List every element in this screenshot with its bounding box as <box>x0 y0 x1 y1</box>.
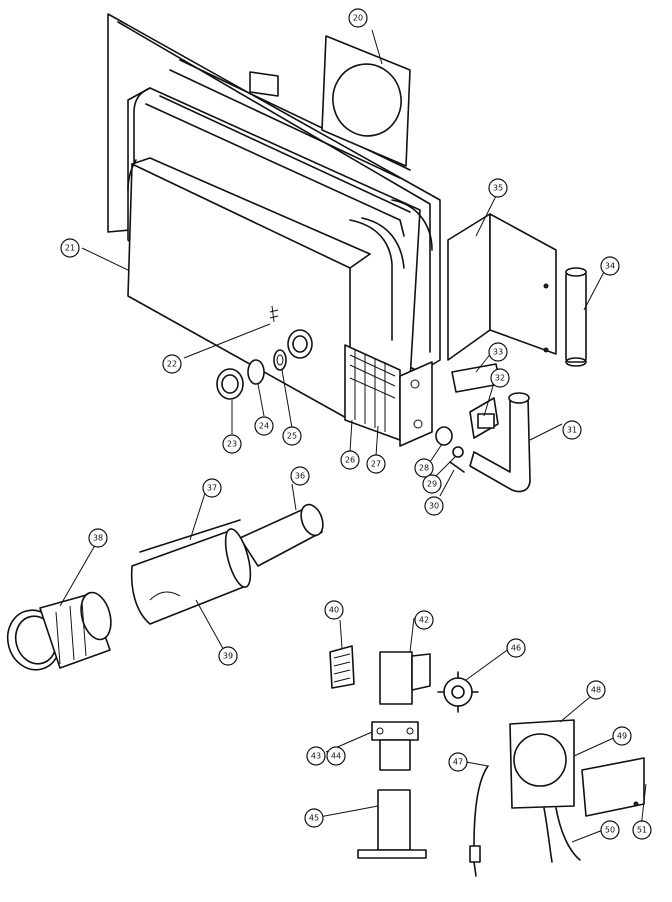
callout-24: 24 <box>254 416 274 436</box>
callout-23: 23 <box>222 434 242 454</box>
callout-49: 49 <box>612 726 632 746</box>
svg-text:43: 43 <box>311 752 321 761</box>
svg-text:50: 50 <box>605 826 615 835</box>
callout-20: 20 <box>348 8 368 28</box>
callout-43: 43 <box>306 746 326 766</box>
plate-51 <box>581 757 645 817</box>
leader-lines <box>59 29 647 843</box>
svg-text:40: 40 <box>329 606 339 615</box>
panel-35 <box>447 213 557 361</box>
callout-34: 34 <box>600 256 620 276</box>
valve-stack <box>357 651 431 859</box>
svg-text:48: 48 <box>591 686 601 695</box>
callout-38: 38 <box>88 528 108 548</box>
svg-text:38: 38 <box>93 534 103 543</box>
orifice-40 <box>329 645 355 689</box>
callout-31: 31 <box>562 420 582 440</box>
burner-tube-assembly <box>130 503 324 625</box>
svg-text:35: 35 <box>493 184 503 193</box>
svg-text:39: 39 <box>223 652 233 661</box>
callout-28: 28 <box>414 458 434 478</box>
callout-50: 50 <box>600 820 620 840</box>
svg-text:33: 33 <box>493 348 503 357</box>
callout-21: 21 <box>60 238 80 258</box>
control-box <box>469 719 581 877</box>
svg-text:37: 37 <box>207 484 217 493</box>
svg-text:44: 44 <box>331 752 341 761</box>
callout-51: 51 <box>632 820 652 840</box>
gasket-panel-20 <box>321 35 411 167</box>
burner-head-38 <box>6 591 112 671</box>
callout-44: 44 <box>326 746 346 766</box>
callout-42: 42 <box>414 610 434 630</box>
callout-29: 29 <box>422 474 442 494</box>
svg-text:30: 30 <box>429 502 439 511</box>
callout-25: 25 <box>282 426 302 446</box>
callout-39: 39 <box>218 646 238 666</box>
svg-text:45: 45 <box>309 814 319 823</box>
callout-37: 37 <box>202 478 222 498</box>
tube-34 <box>565 267 587 367</box>
svg-text:49: 49 <box>617 732 627 741</box>
svg-text:36: 36 <box>295 472 305 481</box>
svg-text:20: 20 <box>353 14 363 23</box>
callout-46: 46 <box>506 638 526 658</box>
part-46 <box>437 671 479 713</box>
callout-35: 35 <box>488 178 508 198</box>
callout-45: 45 <box>304 808 324 828</box>
svg-text:34: 34 <box>605 262 615 271</box>
callout-32: 32 <box>490 368 510 388</box>
svg-text:21: 21 <box>65 244 75 253</box>
svg-text:32: 32 <box>495 374 505 383</box>
svg-text:25: 25 <box>287 432 297 441</box>
callout-47: 47 <box>448 752 468 772</box>
svg-text:24: 24 <box>259 422 269 431</box>
callout-30: 30 <box>424 496 444 516</box>
svg-text:23: 23 <box>227 440 237 449</box>
svg-text:46: 46 <box>511 644 521 653</box>
svg-text:31: 31 <box>567 426 577 435</box>
svg-text:27: 27 <box>371 460 381 469</box>
callout-22: 22 <box>162 354 182 374</box>
fittings-22-25 <box>216 305 313 400</box>
svg-text:29: 29 <box>427 480 437 489</box>
callout-33: 33 <box>488 342 508 362</box>
callout-27: 27 <box>366 454 386 474</box>
svg-text:47: 47 <box>453 758 463 767</box>
svg-text:28: 28 <box>419 464 429 473</box>
callout-48: 48 <box>586 680 606 700</box>
callout-40: 40 <box>324 600 344 620</box>
callout-36: 36 <box>290 466 310 486</box>
gas-pipe-assembly <box>435 363 531 493</box>
svg-text:26: 26 <box>345 456 355 465</box>
callout-26: 26 <box>340 450 360 470</box>
svg-text:42: 42 <box>419 616 429 625</box>
svg-text:22: 22 <box>167 360 177 369</box>
svg-text:51: 51 <box>637 826 647 835</box>
mounting-bracket <box>399 361 433 447</box>
